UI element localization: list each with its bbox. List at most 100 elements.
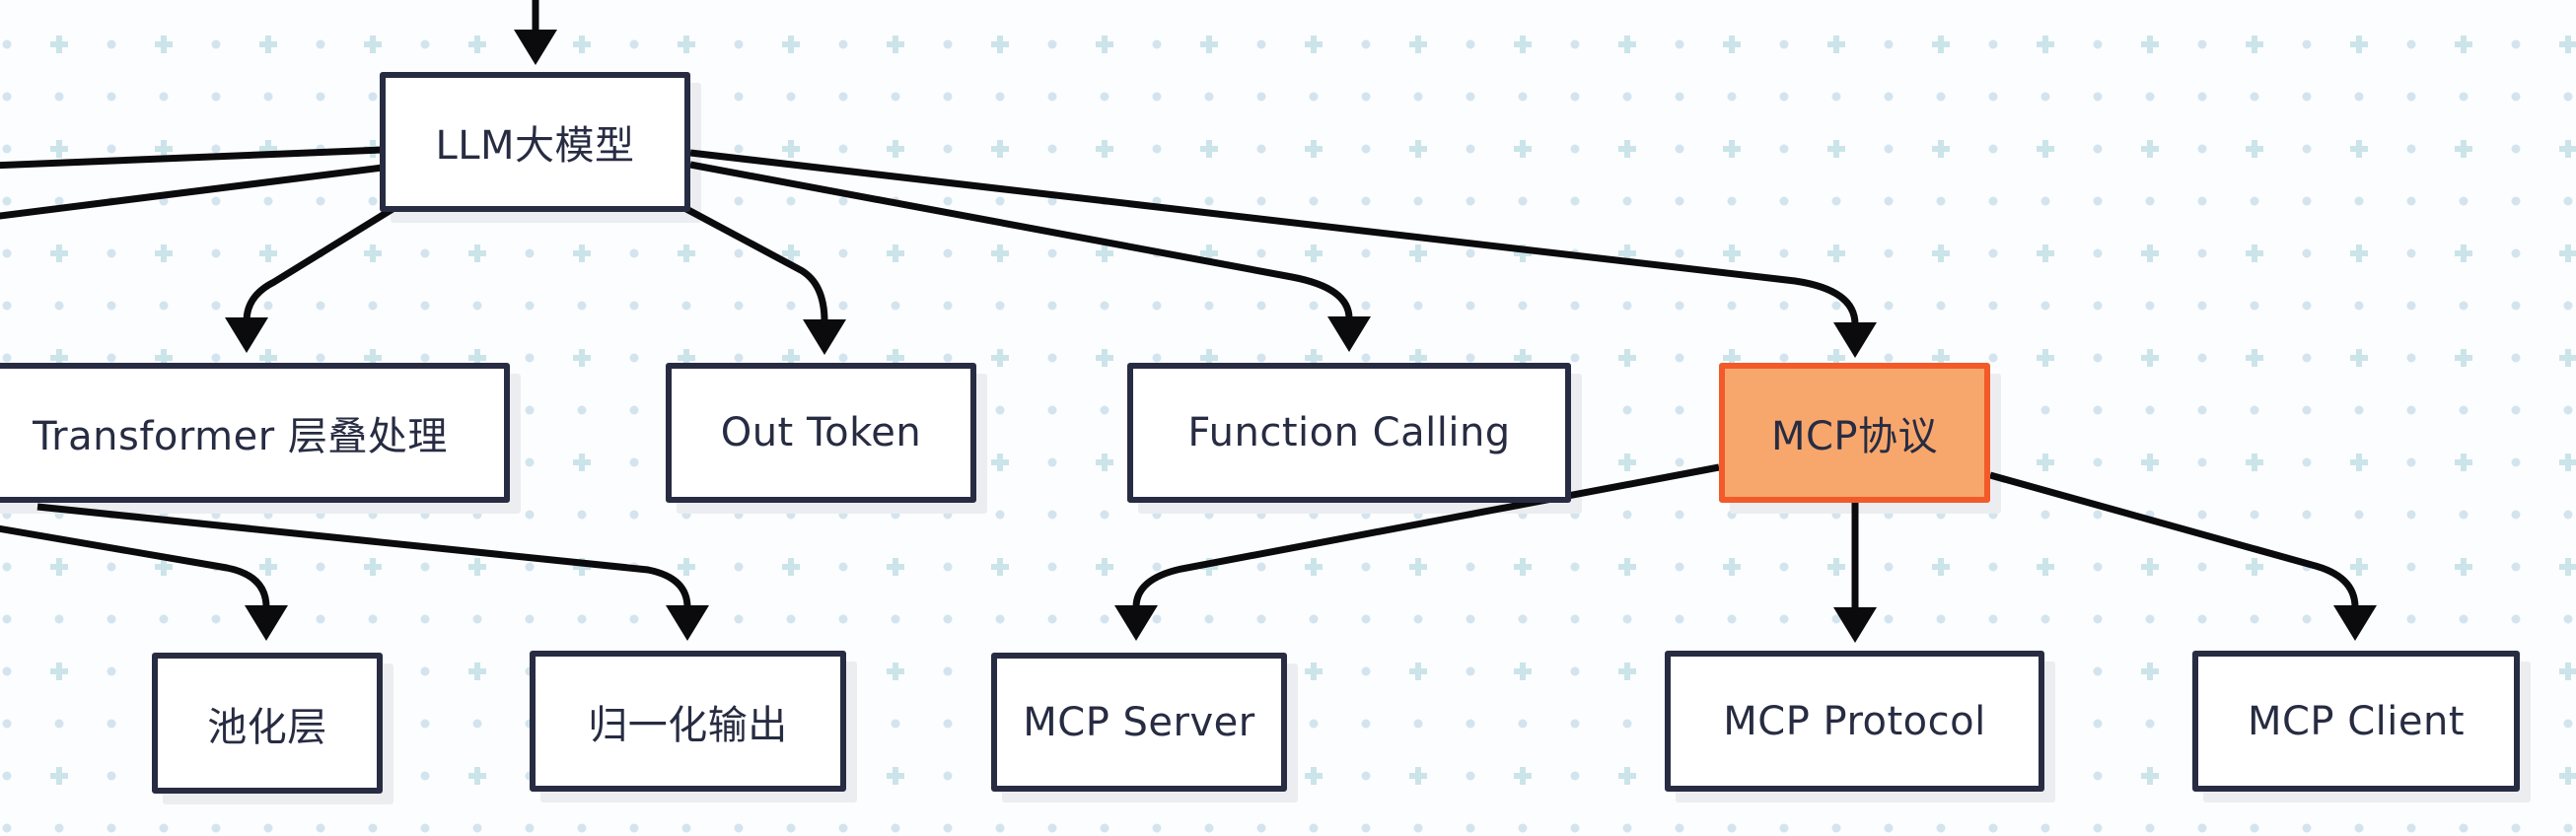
grid-dot — [629, 614, 639, 624]
grid-dot — [1047, 353, 1057, 363]
grid-dot — [734, 39, 744, 49]
grid-plus-icon — [1618, 662, 1636, 680]
grid-dot — [1466, 353, 1475, 363]
grid-dot — [1413, 719, 1423, 729]
node-mcp-client[interactable]: MCP Client — [2192, 651, 2520, 792]
grid-plus-icon — [50, 140, 68, 158]
arrowhead-icon — [1833, 322, 1877, 358]
grid-dot — [2302, 39, 2312, 49]
grid-dot — [1047, 405, 1057, 415]
grid-dot — [1047, 39, 1057, 49]
grid-plus-icon — [887, 35, 904, 53]
grid-plus-icon — [2246, 558, 2263, 576]
grid-dot — [2145, 719, 2155, 729]
grid-dot — [2040, 196, 2050, 206]
grid-dot — [1518, 92, 1528, 102]
grid-dot — [54, 719, 64, 729]
grid-dot — [420, 562, 430, 572]
grid-dot — [1413, 301, 1423, 311]
grid-dot — [577, 510, 587, 520]
grid-dot — [786, 614, 796, 624]
grid-dot — [1779, 353, 1789, 363]
grid-dot — [2354, 510, 2364, 520]
grid-dot — [2511, 457, 2521, 467]
grid-plus-icon — [782, 558, 800, 576]
grid-dot — [1675, 823, 1684, 833]
grid-dot — [1936, 823, 1946, 833]
edge-offcanvas-into-pooling-layer — [0, 524, 270, 608]
grid-dot — [1675, 301, 1684, 311]
grid-plus-icon — [991, 349, 1009, 367]
grid-dot — [525, 510, 535, 520]
grid-dot — [107, 248, 116, 258]
arrowhead-icon — [245, 605, 288, 641]
grid-plus-icon — [2037, 349, 2054, 367]
grid-dot — [420, 614, 430, 624]
grid-dot — [2406, 353, 2416, 363]
node-label-pooling-layer: 池化层 — [207, 704, 327, 750]
grid-plus-icon — [573, 244, 591, 262]
grid-plus-icon — [1200, 140, 1218, 158]
grid-dot — [1988, 614, 1998, 624]
grid-dot — [1831, 614, 1841, 624]
node-llm[interactable]: LLM大模型 — [380, 72, 690, 212]
grid-dot — [2, 666, 12, 676]
grid-dot — [2563, 92, 2573, 102]
grid-plus-icon — [2141, 35, 2159, 53]
grid-plus-icon — [1305, 244, 1323, 262]
grid-dot — [2459, 301, 2469, 311]
node-pooling-layer[interactable]: 池化层 — [152, 653, 383, 794]
grid-plus-icon — [468, 244, 486, 262]
grid-dot — [2040, 405, 2050, 415]
node-label-function-calling: Function Calling — [1187, 410, 1511, 455]
grid-dot — [1466, 92, 1475, 102]
grid-dot — [577, 823, 587, 833]
grid-dot — [2093, 39, 2103, 49]
grid-dot — [2250, 196, 2259, 206]
grid-dot — [629, 457, 639, 467]
grid-dot — [1466, 562, 1475, 572]
grid-dot — [1047, 562, 1057, 572]
grid-dot — [1675, 457, 1684, 467]
grid-dot — [891, 614, 900, 624]
grid-dot — [420, 301, 430, 311]
grid-dot — [2, 196, 12, 206]
grid-dot — [2145, 823, 2155, 833]
grid-plus-icon — [2246, 140, 2263, 158]
node-mcp-protocol[interactable]: MCP Protocol — [1665, 651, 2044, 792]
grid-dot — [1779, 301, 1789, 311]
grid-dot — [420, 719, 430, 729]
node-out-token[interactable]: Out Token — [666, 363, 976, 503]
node-mcp-server[interactable]: MCP Server — [991, 653, 1287, 792]
node-function-calling[interactable]: Function Calling — [1127, 363, 1571, 503]
grid-dot — [2040, 92, 2050, 102]
grid-dot — [2197, 405, 2207, 415]
grid-dot — [159, 614, 169, 624]
grid-plus-icon — [2141, 558, 2159, 576]
grid-dot — [1256, 823, 1266, 833]
grid-plus-icon — [2455, 244, 2472, 262]
grid-plus-icon — [782, 35, 800, 53]
grid-dot — [2145, 405, 2155, 415]
grid-dot — [368, 301, 378, 311]
node-label-normalized-output: 归一化输出 — [588, 702, 788, 748]
grid-dot — [1100, 301, 1109, 311]
grid-plus-icon — [2559, 558, 2576, 576]
node-mcp-xieyi[interactable]: MCP协议 — [1719, 363, 1990, 503]
node-transformer[interactable]: Transformer 层叠处理 — [0, 363, 510, 503]
grid-dot — [2302, 353, 2312, 363]
grid-dot — [2093, 823, 2103, 833]
grid-plus-icon — [1723, 244, 1741, 262]
grid-dot — [368, 92, 378, 102]
node-normalized-output[interactable]: 归一化输出 — [530, 651, 846, 792]
grid-dot — [995, 405, 1005, 415]
grid-plus-icon — [1096, 244, 1113, 262]
grid-dot — [943, 39, 953, 49]
grid-dot — [1988, 248, 1998, 258]
grid-plus-icon — [2455, 35, 2472, 53]
grid-dot — [2093, 353, 2103, 363]
grid-dot — [1413, 614, 1423, 624]
grid-dot — [1884, 92, 1894, 102]
grid-dot — [1309, 196, 1319, 206]
